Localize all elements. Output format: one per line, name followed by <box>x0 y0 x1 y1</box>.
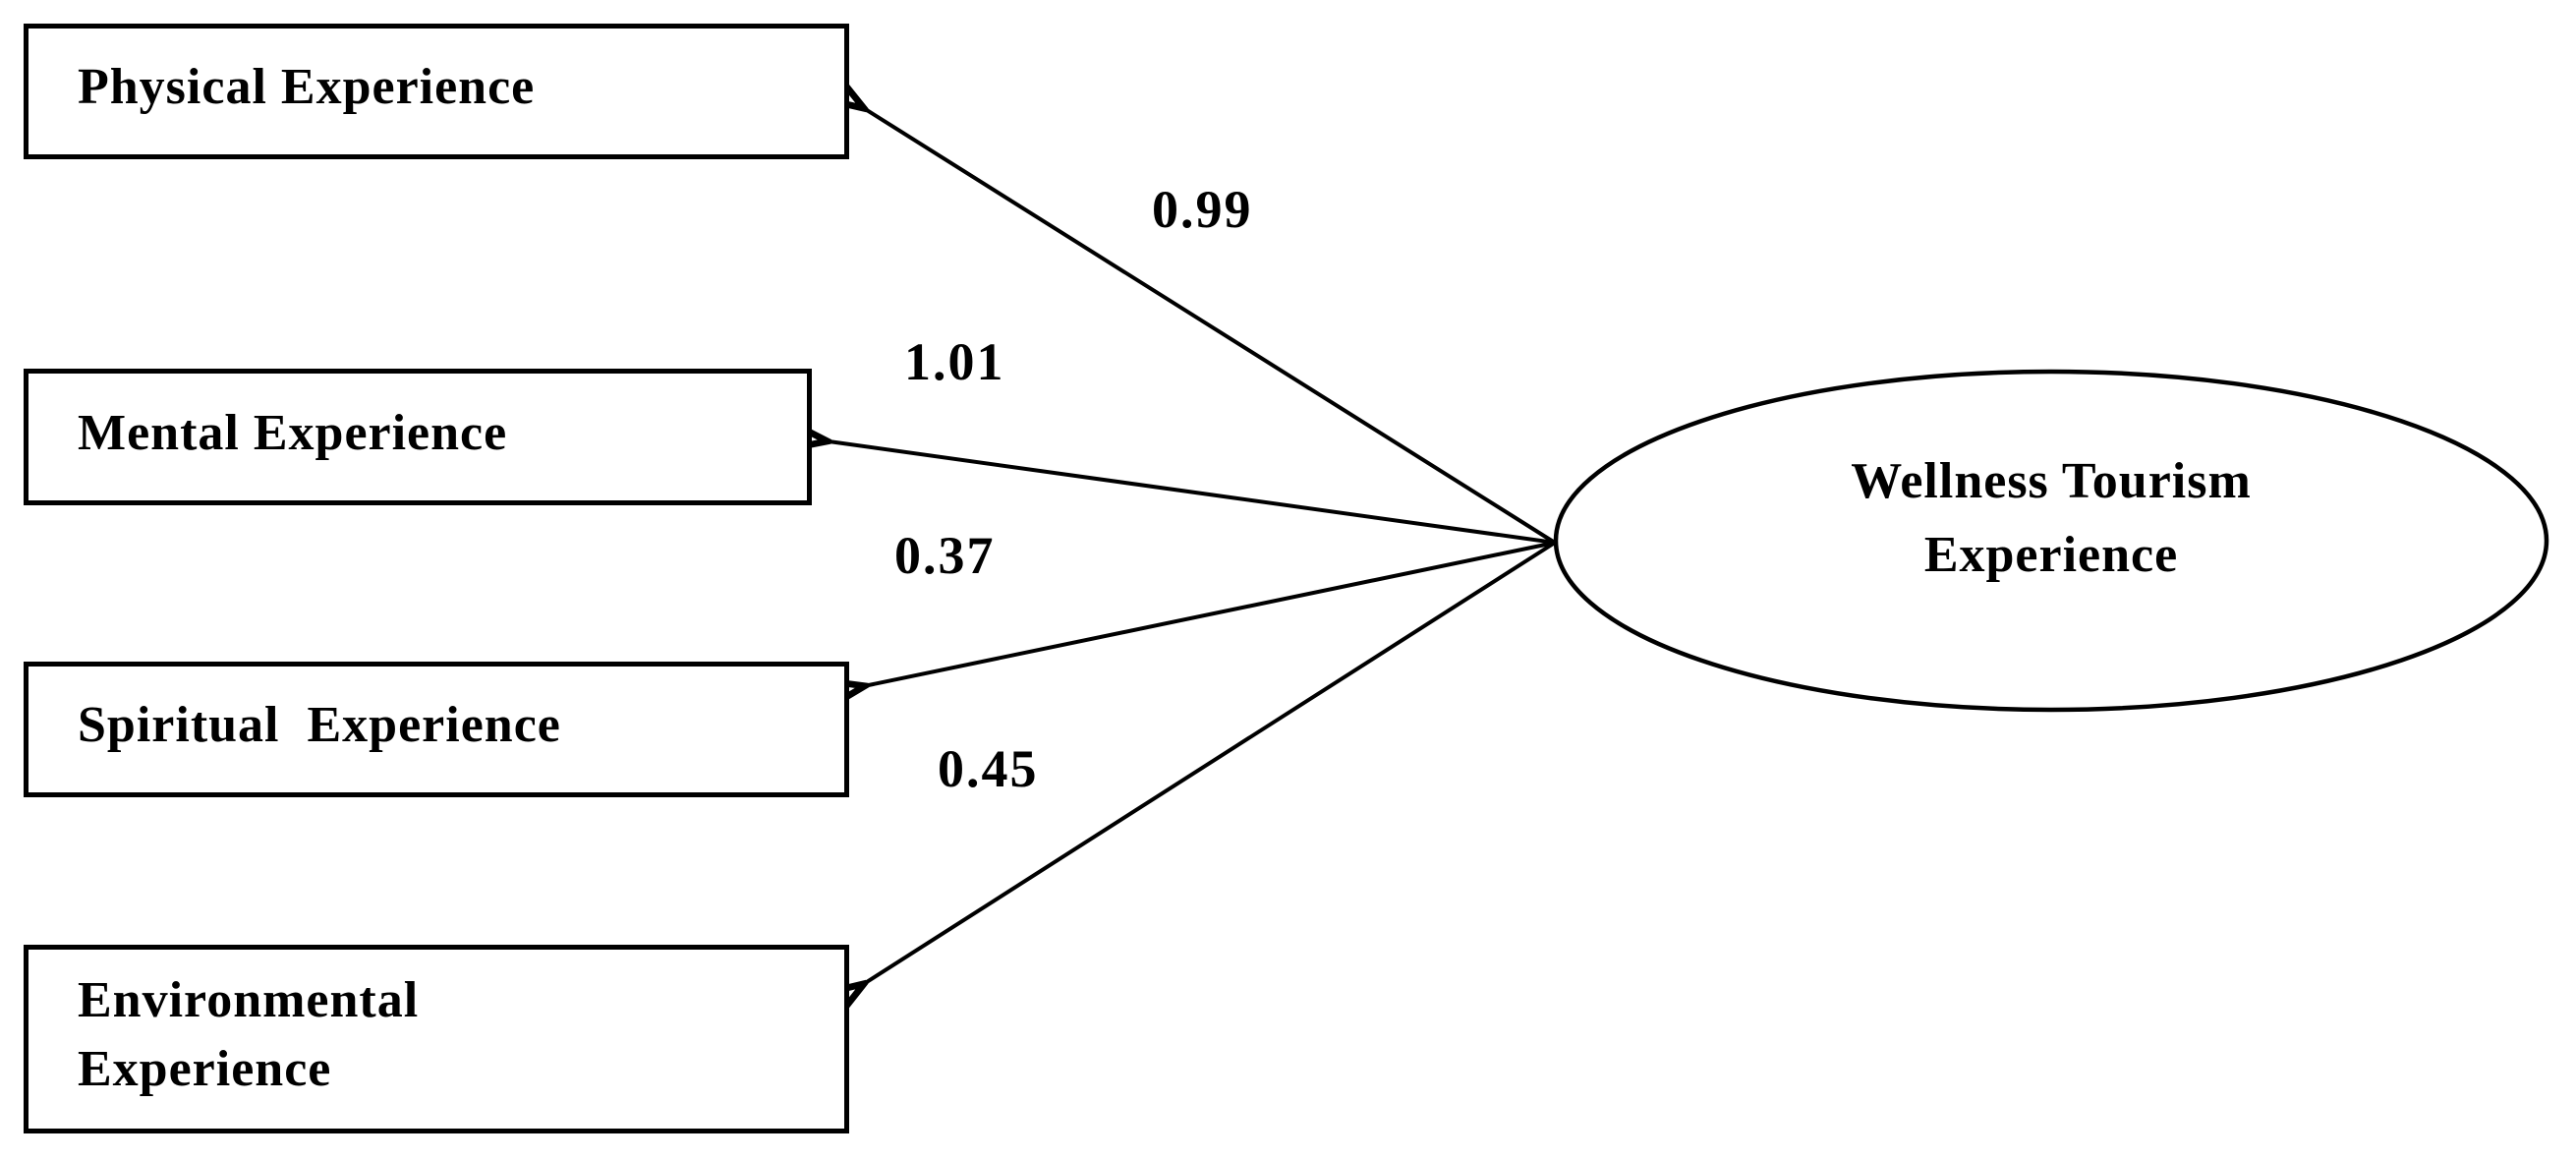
coefficient-label-environmental: 0.45 <box>938 739 1039 798</box>
observed-box-mental-experience: Mental Experience <box>24 369 812 505</box>
observed-box-label: Physical Experience <box>78 59 536 115</box>
coefficient-label-spiritual: 0.37 <box>894 526 996 585</box>
observed-box-physical-experience: Physical Experience <box>24 24 849 159</box>
latent-ellipse-label: Wellness Tourism Experience <box>1851 453 2252 583</box>
observed-box-label: Environmental Experience <box>78 972 420 1097</box>
coefficient-label-mental: 1.01 <box>904 332 1005 391</box>
path-line-mental <box>822 440 1556 545</box>
path-line-spiritual <box>859 541 1556 687</box>
path-line-environmental <box>859 541 1557 987</box>
observed-box-label: Spiritual Experience <box>78 697 561 753</box>
observed-box-label: Mental Experience <box>78 404 508 461</box>
observed-box-environmental-experience: Environmental Experience <box>24 945 849 1133</box>
latent-ellipse <box>1553 369 2549 713</box>
observed-box-spiritual-experience: Spiritual Experience <box>24 662 849 797</box>
coefficient-label-physical: 0.99 <box>1152 180 1253 239</box>
path-line-physical <box>859 105 1557 545</box>
